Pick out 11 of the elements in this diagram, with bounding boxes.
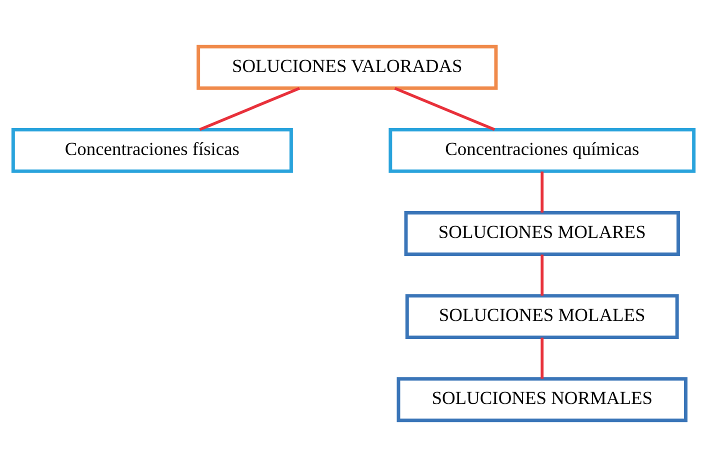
node-box: SOLUCIONES VALORADAS bbox=[196, 44, 498, 90]
node-box: Concentraciones físicas bbox=[11, 128, 293, 173]
connector bbox=[199, 86, 300, 131]
connector bbox=[540, 338, 544, 379]
node-box: SOLUCIONES MOLARES bbox=[404, 211, 680, 256]
connector bbox=[394, 86, 496, 131]
connector bbox=[540, 254, 544, 296]
node-box: SOLUCIONES NORMALES bbox=[396, 377, 688, 422]
node-box: Concentraciones químicas bbox=[388, 128, 696, 173]
connector bbox=[540, 172, 544, 213]
node-box: SOLUCIONES MOLALES bbox=[405, 294, 679, 340]
